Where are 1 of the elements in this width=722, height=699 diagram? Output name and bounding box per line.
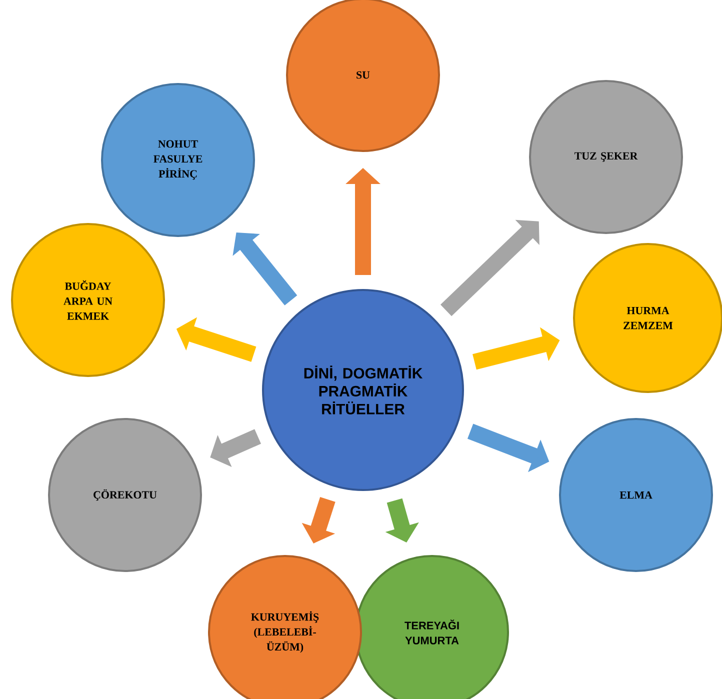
block-arrow (440, 220, 540, 316)
